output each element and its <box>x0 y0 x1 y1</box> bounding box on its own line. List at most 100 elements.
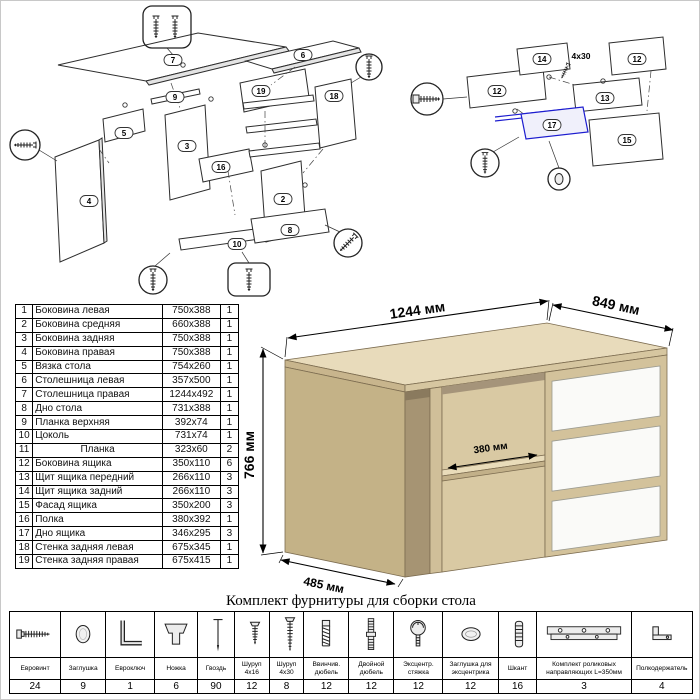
hardware-item-name: Полкодержатель <box>630 657 694 680</box>
dim-height-label: 766 мм <box>241 431 257 479</box>
confirmat-screw-icon <box>8 611 62 658</box>
part-name: Планка <box>32 442 163 458</box>
part-number: 5 <box>14 359 34 375</box>
exploded-diagram-drawer: 4x30 14 12 12 13 17 15 <box>410 36 667 191</box>
svg-text:4: 4 <box>87 197 92 206</box>
part-number: 19 <box>14 554 34 569</box>
connector-points <box>512 74 606 114</box>
part-name: Боковина правая <box>32 345 163 361</box>
part-size: 350x200 <box>161 498 221 514</box>
part-size: 750x388 <box>161 331 221 347</box>
svg-text:6: 6 <box>301 51 306 60</box>
exploded-panels <box>54 32 362 263</box>
part-size: 266x110 <box>161 484 221 500</box>
svg-text:16: 16 <box>217 163 226 172</box>
svg-text:15: 15 <box>623 136 632 145</box>
part-size: 350x110 <box>161 456 221 472</box>
part-number: 12 <box>14 456 34 472</box>
hardware-item-qty: 24 <box>8 679 62 694</box>
part-name: Планка верхняя <box>32 415 163 431</box>
drawer-front <box>551 485 661 552</box>
hardware-item-name: Двойной дюбель <box>348 657 395 680</box>
dimension-lines <box>259 298 674 588</box>
drawer-side-panel <box>466 67 547 109</box>
svg-text:17: 17 <box>548 121 557 130</box>
part-qty: 1 <box>219 415 240 431</box>
hardware-item-name: Ввинчив. дюбель <box>303 657 350 680</box>
part-name: Фасад ящика <box>32 498 163 514</box>
part-name: Щит ящика задний <box>32 484 163 500</box>
part-size: 357x500 <box>161 373 221 389</box>
drawer-front <box>551 365 661 432</box>
part-size: 1244x492 <box>161 387 221 403</box>
svg-text:10: 10 <box>233 240 242 249</box>
part-size: 731x388 <box>161 401 221 417</box>
part-label: 8 <box>280 224 300 236</box>
part-label: 14 <box>532 53 552 65</box>
svg-text:5: 5 <box>122 129 127 138</box>
hardware-item-qty: 12 <box>303 679 350 694</box>
cap-detail-icon <box>554 173 564 185</box>
svg-text:2: 2 <box>281 195 286 204</box>
screw-16-icon <box>233 611 270 658</box>
part-label: 15 <box>617 134 637 146</box>
desk-illustration: 1244 мм 849 мм 766 мм 380 мм 485 мм <box>241 293 674 596</box>
part-name: Дно стола <box>32 401 163 417</box>
hex-key-icon <box>105 611 156 658</box>
dim-shelf-label: 380 мм <box>473 441 508 457</box>
drawer-front <box>551 425 661 492</box>
panel-side-back <box>164 104 211 201</box>
hardware-item-name: Заглушка для эксцентрика <box>442 657 499 680</box>
svg-text:19: 19 <box>257 87 266 96</box>
hardware-item-name: Ножка <box>154 657 199 680</box>
part-size: 346x295 <box>161 526 221 542</box>
part-name: Боковина задняя <box>32 331 163 347</box>
part-number: 7 <box>14 387 34 403</box>
double-dowel-icon <box>348 611 395 658</box>
hardware-item-name: Шкант <box>497 657 538 680</box>
dim-left-depth-line <box>280 558 396 586</box>
part-size: 380x392 <box>161 512 221 528</box>
part-size: 392x74 <box>161 415 221 431</box>
wood-dowel-icon <box>497 611 538 658</box>
part-size: 750x388 <box>161 345 221 361</box>
svg-text:18: 18 <box>330 92 339 101</box>
part-label: 12 <box>487 85 507 97</box>
part-number: 11 <box>14 442 34 458</box>
part-number: 13 <box>14 470 34 486</box>
part-number: 2 <box>14 317 34 333</box>
part-name: Цоколь <box>32 429 163 444</box>
part-qty: 1 <box>219 331 240 347</box>
part-size: 266x110 <box>161 470 221 486</box>
part-name: Стенка задняя правая <box>32 554 163 569</box>
svg-text:12: 12 <box>493 87 502 96</box>
part-name: Столешница левая <box>32 373 163 389</box>
hardware-item-qty: 9 <box>60 679 107 694</box>
part-label: 10 <box>227 238 247 250</box>
part-number: 14 <box>14 484 34 500</box>
cap-icon <box>60 611 107 658</box>
hardware-item-qty: 12 <box>442 679 499 694</box>
part-label: 5 <box>114 127 134 139</box>
part-number: 3 <box>14 331 34 347</box>
screw-30-icon <box>268 611 305 658</box>
part-number: 16 <box>14 512 34 528</box>
part-label: 12 <box>627 53 647 65</box>
screw-dowel-icon <box>303 611 350 658</box>
